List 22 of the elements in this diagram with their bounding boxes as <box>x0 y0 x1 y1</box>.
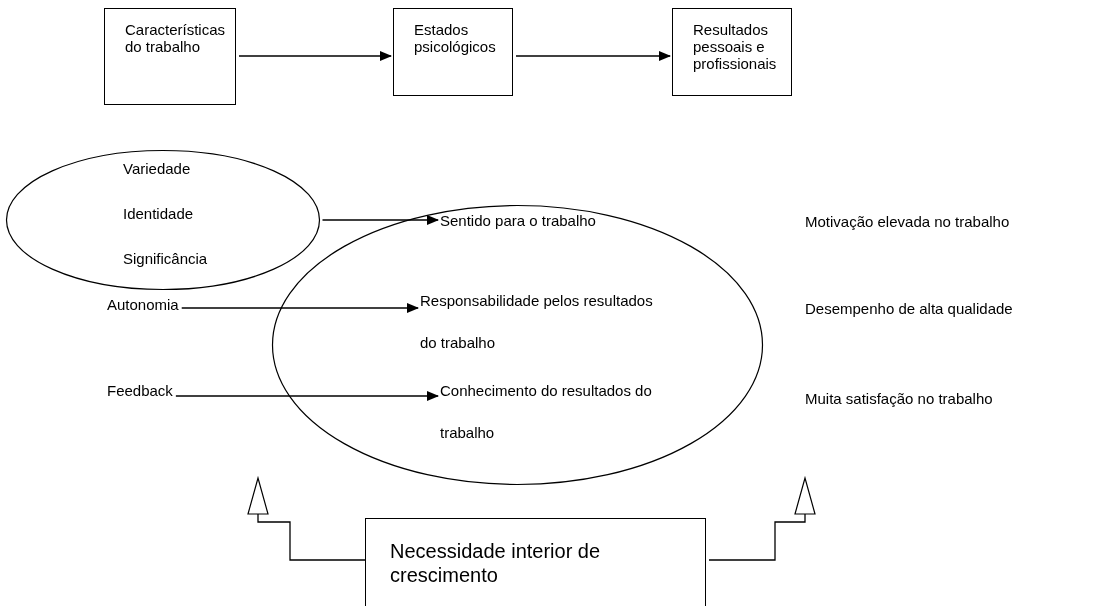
stage-box: Características do trabalho <box>104 8 236 105</box>
hollow-arrow <box>708 477 816 561</box>
outcome-text: Motivação elevada no trabalho <box>805 213 1010 231</box>
outcome-text: Desempenho de alta qualidade <box>805 300 1013 318</box>
state-text: Conhecimento do resultados do trabalho <box>440 370 690 454</box>
state-text: Sentido para o trabalho <box>440 200 660 242</box>
arrow <box>238 51 392 61</box>
need-box: Necessidade interior de crescimento <box>365 518 706 606</box>
outcome-text: Muita satisfação no trabalho <box>805 390 993 408</box>
characteristic-text: Autonomia <box>107 284 179 326</box>
hollow-arrow <box>247 477 366 561</box>
stage-box: Estados psicológicos <box>393 8 513 96</box>
characteristic-text: Feedback <box>107 370 173 412</box>
characteristic-text: Significância <box>123 250 208 268</box>
stage-box: Resultados pessoais e profissionais <box>672 8 792 96</box>
characteristic-text: Identidade <box>123 205 194 223</box>
arrow <box>181 303 419 313</box>
arrow <box>175 391 439 401</box>
arrow <box>321 215 439 225</box>
arrow <box>515 51 671 61</box>
characteristic-text: Variedade <box>123 160 191 178</box>
state-text: Responsabilidade pelos resultados do trabalho <box>420 280 670 364</box>
